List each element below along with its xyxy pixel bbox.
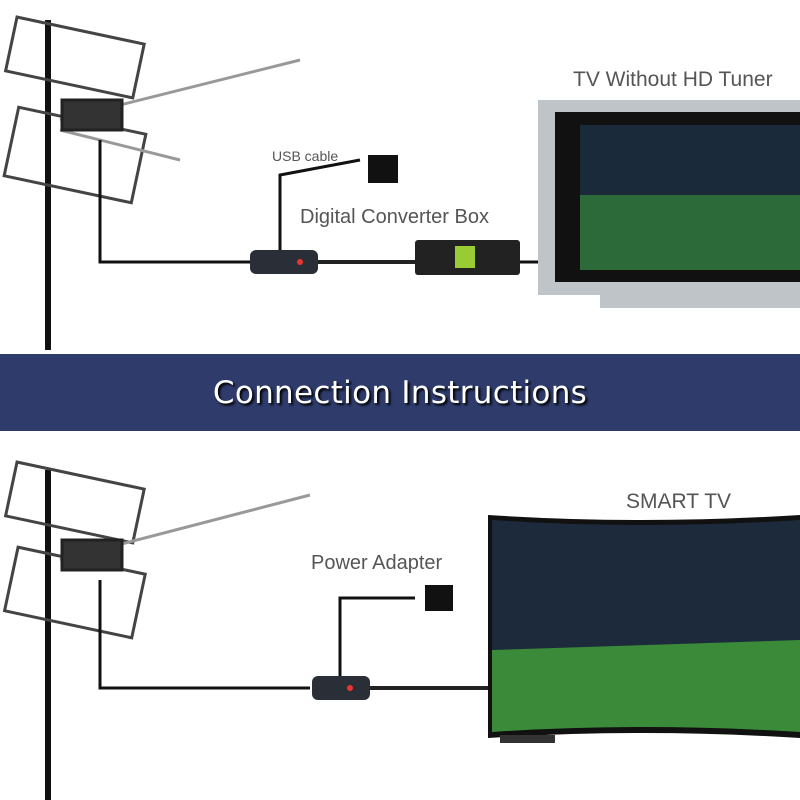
amplifier-icon: [250, 155, 415, 274]
usb-cable-label: USB cable: [272, 148, 339, 164]
banner-title: Connection Instructions: [212, 374, 588, 411]
smart-tv-label: SMART TV: [626, 490, 732, 513]
antenna-icon: [2, 15, 301, 350]
smart-tv-icon: [488, 515, 800, 743]
connection-instructions-banner: Connection Instructions: [0, 354, 800, 431]
antenna-icon: [2, 460, 311, 800]
power-adapter-label: Power Adapter: [311, 552, 443, 574]
tv-icon: [538, 100, 800, 308]
amplifier-icon: [312, 585, 490, 700]
converter-box-icon: [415, 240, 545, 275]
tv-without-hd-tuner-label: TV Without HD Tuner: [573, 68, 773, 91]
digital-converter-box-label: Digital Converter Box: [300, 206, 489, 228]
